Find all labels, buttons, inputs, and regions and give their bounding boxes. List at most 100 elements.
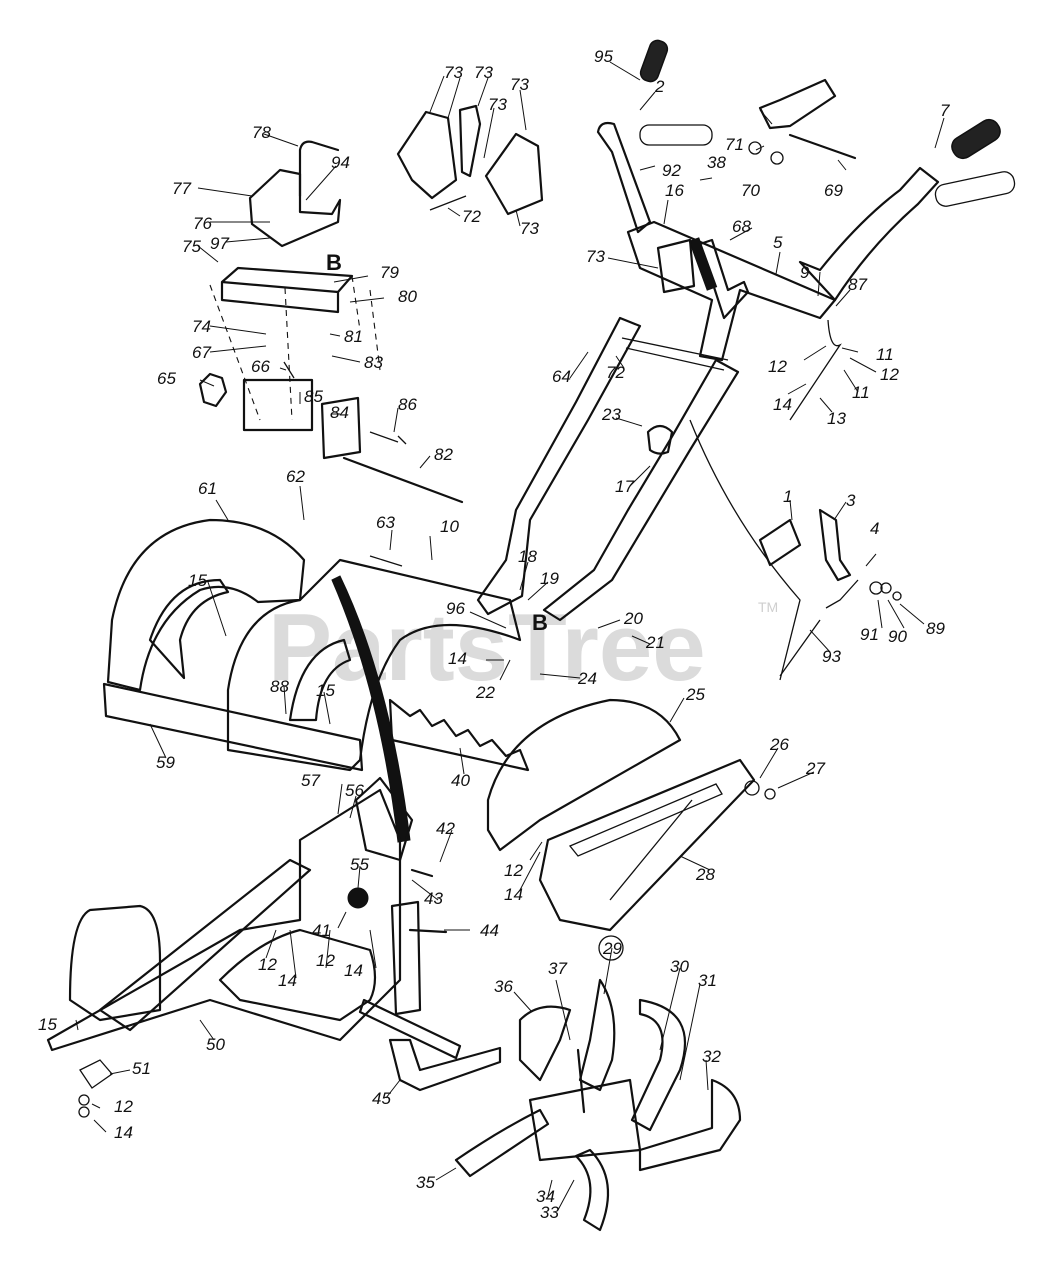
lever-3 (818, 508, 852, 582)
strap-shield (331, 575, 411, 843)
cable-end-93 (779, 579, 859, 677)
tine-31 (630, 998, 687, 1132)
callout-14-b: 14 (448, 649, 467, 668)
shield-center-inner (288, 638, 352, 722)
callout-73-e: 73 (488, 95, 507, 114)
fuel-tank-15 (68, 904, 162, 1022)
callout-41: 41 (312, 921, 331, 940)
callout-74: 74 (192, 317, 211, 336)
clamp-23 (646, 424, 674, 455)
callout-86: 86 (398, 395, 417, 414)
callout-21: 21 (645, 633, 665, 652)
cross-brace-72 (621, 337, 729, 371)
callout-18: 18 (518, 547, 537, 566)
bracket-1 (758, 518, 802, 567)
callout-73-b: 73 (444, 63, 463, 82)
bolt-69 (788, 133, 857, 160)
bolt-63 (369, 555, 403, 567)
callout-88: 88 (270, 677, 289, 696)
nut-89 (892, 591, 902, 601)
callout-81: 81 (344, 327, 363, 346)
callout-17: 17 (615, 477, 634, 496)
callout-14a: 14 (773, 395, 792, 414)
callout-32: 32 (702, 1047, 721, 1066)
callout-29: 29 (602, 939, 622, 958)
callout-14-f: 14 (114, 1123, 133, 1142)
callout-73-handle: 73 (586, 247, 605, 266)
callout-62: 62 (286, 467, 305, 486)
frame-assembly (46, 776, 502, 1118)
plate-73-right (484, 132, 544, 216)
callout-14-c: 14 (504, 885, 523, 904)
callout-labels: 95 2 7 71 70 69 92 38 16 68 73 5 9 87 11… (38, 47, 950, 1222)
callout-2: 2 (654, 77, 665, 96)
callout-12-c: 12 (504, 861, 523, 880)
callout-15-c: 15 (38, 1015, 57, 1034)
pin-72 (429, 195, 467, 211)
bracket-73-mid (458, 104, 482, 178)
hitch-bracket-assembly (396, 104, 544, 216)
reference-letter-b-lower: B (532, 610, 548, 635)
tine-shield-assembly (102, 518, 776, 932)
callout-76: 76 (193, 214, 212, 233)
callout-7: 7 (940, 101, 950, 120)
mount-plate-85 (242, 378, 314, 432)
callout-70: 70 (741, 181, 760, 200)
screw-66 (283, 361, 295, 379)
right-grip-lower (934, 171, 1016, 207)
callout-12-e: 12 (316, 951, 335, 970)
leader-lines (75, 61, 945, 1211)
knob-65 (198, 372, 228, 408)
callout-69: 69 (824, 181, 843, 200)
reference-letters: B B (326, 250, 548, 635)
callout-65: 65 (157, 369, 176, 388)
callout-94: 94 (331, 153, 350, 172)
rod-82 (342, 456, 464, 504)
callout-73-f: 73 (520, 219, 539, 238)
depth-control-assembly (198, 140, 464, 504)
callout-45: 45 (372, 1089, 391, 1108)
right-grip-7 (951, 118, 1001, 160)
left-grip-2 (639, 124, 713, 146)
callout-68: 68 (732, 217, 751, 236)
tine-hub (528, 1078, 642, 1162)
bracket-73-left (396, 110, 458, 200)
crank-78 (298, 140, 340, 198)
handle-left-bar (596, 121, 652, 234)
callout-75: 75 (182, 237, 201, 256)
cable-13 (789, 319, 842, 421)
tine-36 (518, 1005, 572, 1082)
callout-25: 25 (685, 685, 705, 704)
callout-26: 26 (769, 735, 789, 754)
callout-85: 85 (304, 387, 323, 406)
callout-72-hitch: 72 (462, 207, 481, 226)
bracket-73 (656, 238, 696, 294)
shield-61 (106, 518, 306, 692)
handle-right-bar (798, 166, 940, 302)
callout-38: 38 (707, 153, 726, 172)
handle-bar-17 (542, 358, 740, 622)
nut-14-f (78, 1106, 90, 1118)
callout-37: 37 (548, 959, 567, 978)
tine-30 (578, 978, 616, 1092)
tine-lower (574, 1148, 610, 1232)
nut-70 (770, 151, 784, 165)
callout-93: 93 (822, 647, 841, 666)
lever-spring (688, 237, 718, 291)
washer-91 (869, 581, 883, 595)
callout-50: 50 (206, 1035, 225, 1054)
handle-assembly (476, 39, 1016, 681)
base-strip-59 (102, 682, 364, 772)
tine-32 (638, 1078, 742, 1172)
tine-assembly (454, 935, 742, 1232)
callout-30: 30 (670, 957, 689, 976)
shield-61-inner (148, 578, 230, 680)
callout-15-a: 15 (188, 571, 207, 590)
cable-93 (689, 419, 801, 681)
shield-25 (486, 698, 682, 852)
callout-3: 3 (846, 491, 856, 510)
callout-87: 87 (848, 275, 867, 294)
callout-42: 42 (436, 819, 455, 838)
leader-dashed-75 (209, 275, 381, 421)
callout-78: 78 (252, 123, 271, 142)
